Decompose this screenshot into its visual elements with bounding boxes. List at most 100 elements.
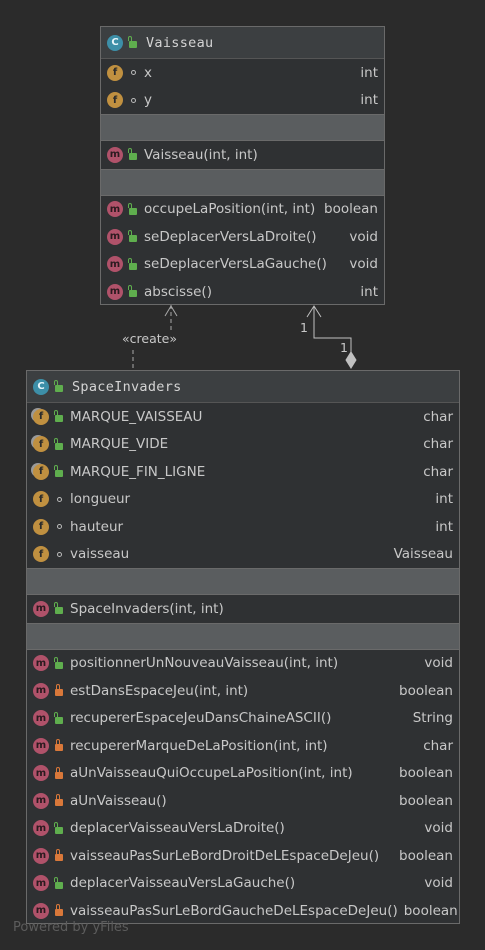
member-name: aUnVaisseau() <box>70 792 167 809</box>
member-name: aUnVaisseauQuiOccupeLaPosition(int, int) <box>70 765 353 782</box>
member-name: x <box>144 64 152 81</box>
methods-section: m positionnerUnNouveauVaisseau(int, int) v… <box>27 650 459 925</box>
member-type: char <box>423 436 453 453</box>
public-visibility-icon <box>128 230 138 243</box>
private-visibility-icon <box>54 739 64 752</box>
member-type: boolean <box>399 792 453 809</box>
public-visibility-icon <box>54 876 64 889</box>
member-type: void <box>424 820 453 837</box>
private-lock-icon <box>55 849 63 862</box>
multiplicity-source: 1 <box>340 340 348 355</box>
member-name: positionnerUnNouveauVaisseau(int, int) <box>70 655 339 672</box>
static-field-icon: f <box>33 436 49 453</box>
public-visibility-icon <box>128 148 138 161</box>
member-name: MARQUE_VAISSEAU <box>70 408 203 425</box>
member-name: hauteur <box>70 518 124 535</box>
field-icon: f <box>33 518 49 535</box>
public-visibility-icon <box>54 821 64 834</box>
member-name: MARQUE_FIN_LIGNE <box>70 463 206 480</box>
member-name: vaisseauPasSurLeBordGaucheDeLEspaceDeJeu… <box>70 902 398 919</box>
method-icon: m <box>33 792 49 809</box>
method-icon: m <box>107 283 123 300</box>
member-type: boolean <box>403 902 458 919</box>
field-icon: f <box>107 92 123 109</box>
member-type: void <box>424 655 453 672</box>
multiplicity-target: 1 <box>300 320 308 335</box>
public-lock-icon <box>54 711 63 724</box>
public-lock-icon <box>54 602 63 615</box>
class-name: SpaceInvaders <box>72 378 182 395</box>
method-icon: m <box>33 600 49 617</box>
private-visibility-icon <box>54 794 64 807</box>
class-name: Vaisseau <box>146 34 214 51</box>
class-icon: C <box>33 378 49 395</box>
public-visibility-icon <box>128 202 138 215</box>
public-visibility-icon <box>54 656 64 669</box>
private-visibility-icon <box>54 766 64 779</box>
create-stereotype-label: «create» <box>122 331 177 346</box>
method-icon: m <box>107 256 123 273</box>
public-visibility-icon <box>128 285 138 298</box>
member-name: MARQUE_VIDE <box>70 436 169 453</box>
public-lock-icon <box>128 257 137 270</box>
public-visibility-icon <box>54 410 64 423</box>
field-icon: f <box>33 491 49 508</box>
member-type: void <box>424 875 453 892</box>
method-row[interactable]: m aUnVaisseau() boolean <box>27 787 459 815</box>
member-name: abscisse() <box>144 283 212 300</box>
method-row[interactable]: m seDeplacerVersLaGauche() void <box>101 251 384 279</box>
member-name: vaisseau <box>70 546 130 563</box>
field-row[interactable]: f MARQUE_VIDE char <box>27 431 459 459</box>
private-visibility-icon <box>54 904 64 917</box>
method-icon: m <box>33 655 49 672</box>
public-lock-icon <box>128 285 137 298</box>
member-type: boolean <box>399 682 453 699</box>
member-name: SpaceInvaders(int, int) <box>70 600 224 617</box>
member-type: void <box>349 256 378 273</box>
public-lock-icon <box>54 465 63 478</box>
member-name: seDeplacerVersLaGauche() <box>144 256 327 273</box>
member-name: longueur <box>70 491 131 508</box>
member-type: int <box>435 518 453 535</box>
private-lock-icon <box>55 684 63 697</box>
member-type: int <box>360 92 378 109</box>
method-icon: m <box>107 228 123 245</box>
section-separator <box>27 622 459 650</box>
member-type: Vaisseau <box>393 546 453 563</box>
method-row[interactable]: m SpaceInvaders(int, int) <box>27 595 459 623</box>
member-name: seDeplacerVersLaDroite() <box>144 228 317 245</box>
create-arrowhead <box>164 305 178 317</box>
method-icon: m <box>33 710 49 727</box>
public-lock-icon <box>128 230 137 243</box>
field-row[interactable]: f hauteur int <box>27 513 459 541</box>
private-lock-icon <box>55 739 63 752</box>
public-lock-icon <box>128 148 137 161</box>
association-arrowhead <box>306 305 322 318</box>
public-visibility-icon <box>54 465 64 478</box>
method-row[interactable]: m positionnerUnNouveauVaisseau(int, int) v… <box>27 650 459 678</box>
